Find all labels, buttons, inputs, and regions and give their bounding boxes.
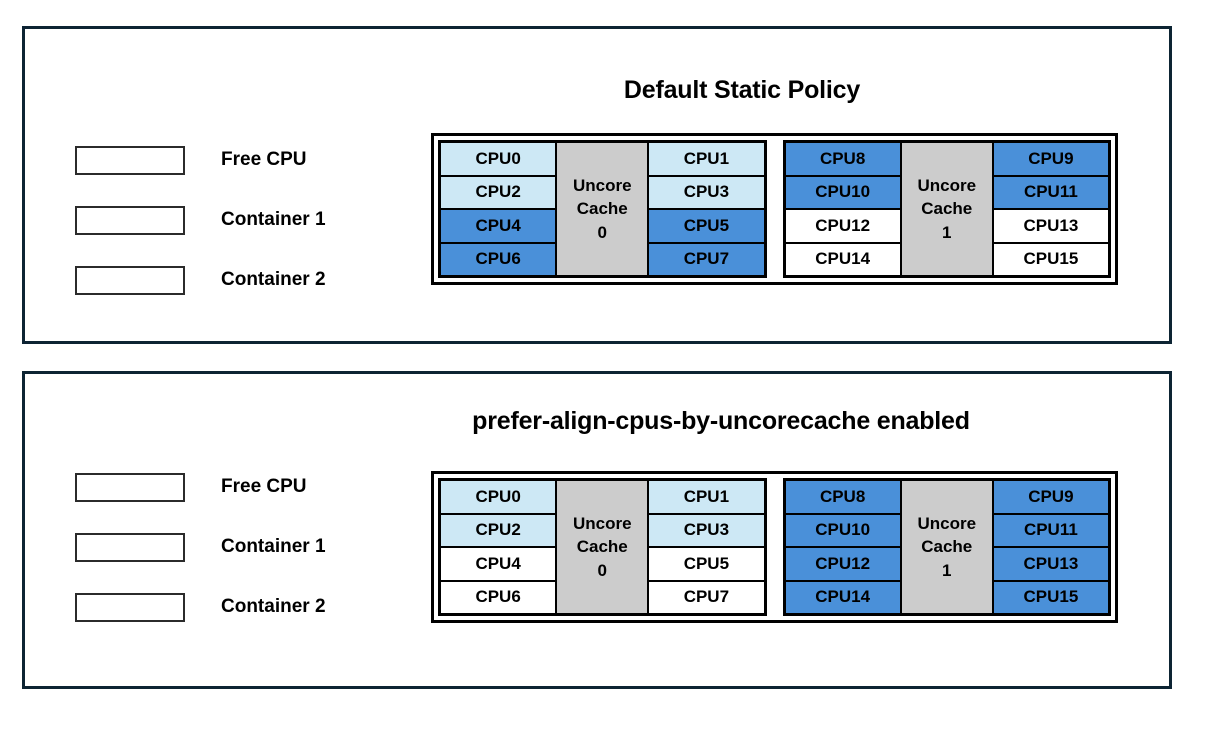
cpu-cell: CPU14 xyxy=(784,580,901,614)
cpu-cell: CPU8 xyxy=(784,142,901,176)
cpu-cell: CPU5 xyxy=(648,547,765,581)
uncore-cache-block: Uncore Cache 1 xyxy=(900,480,993,614)
legend-label-free-cpu: Free CPU xyxy=(221,476,307,497)
legend-swatch-container-2 xyxy=(75,592,185,622)
uncore-cache-label-line2: Cache xyxy=(921,199,973,219)
legend-swatch-container-1 xyxy=(75,532,185,562)
uncore-cache-label-index: 0 xyxy=(597,222,607,242)
panel-title: Default Static Policy xyxy=(623,76,861,104)
cpu-column-right: CPU9 CPU11 CPU13 CPU15 xyxy=(992,480,1109,614)
socket-uncore-cache-0: CPU0 CPU2 CPU4 CPU6 Uncore Cache 0 CPU1 … xyxy=(438,140,767,278)
cpu-cell: CPU0 xyxy=(440,142,557,176)
cpu-cell: CPU12 xyxy=(784,547,901,581)
cpu-column-left: CPU8 CPU10 CPU12 CPU14 xyxy=(784,142,901,276)
cpu-cell: CPU8 xyxy=(784,480,901,514)
cpu-cell: CPU5 xyxy=(648,209,765,243)
cpu-cell: CPU11 xyxy=(992,513,1109,547)
cpu-cell: CPU13 xyxy=(992,547,1109,581)
cpu-cell: CPU6 xyxy=(440,580,557,614)
uncore-cache-label-index: 1 xyxy=(942,222,952,242)
cpu-cell: CPU12 xyxy=(784,209,901,243)
legend-label-container-1: Container 1 xyxy=(221,209,326,230)
legend-swatch-container-2 xyxy=(75,265,185,295)
cpu-column-right: CPU9 CPU11 CPU13 CPU15 xyxy=(992,142,1109,276)
socket-uncore-cache-1: CPU8 CPU10 CPU12 CPU14 Uncore Cache 1 CP… xyxy=(782,478,1111,616)
uncore-cache-label-line1: Uncore xyxy=(572,513,632,533)
cpu-cell: CPU3 xyxy=(648,175,765,209)
cpu-topology-diagram: CPU0 CPU2 CPU4 CPU6 Uncore Cache 0 CPU1 … xyxy=(431,133,1118,285)
panel-default-static-policy: Default Static Policy Free CPU Container… xyxy=(22,26,1172,344)
cpu-cell: CPU7 xyxy=(648,242,765,276)
cpu-cell: CPU9 xyxy=(992,480,1109,514)
uncore-cache-label-line2: Cache xyxy=(576,537,628,557)
uncore-cache-label-index: 0 xyxy=(597,560,607,580)
uncore-cache-label-line2: Cache xyxy=(576,199,628,219)
legend-swatch-container-1 xyxy=(75,205,185,235)
legend-label-container-2: Container 2 xyxy=(221,269,326,290)
uncore-cache-label-line1: Uncore xyxy=(917,513,977,533)
legend-item-free-cpu: Free CPU xyxy=(75,130,326,190)
cpu-cell: CPU2 xyxy=(440,175,557,209)
legend-item-free-cpu: Free CPU xyxy=(75,457,326,517)
cpu-cell: CPU7 xyxy=(648,580,765,614)
legend: Free CPU Container 1 Container 2 xyxy=(75,457,326,637)
socket-divider xyxy=(767,140,783,278)
cpu-cell: CPU15 xyxy=(992,580,1109,614)
legend-swatch-free-cpu xyxy=(75,472,185,502)
panel-title: prefer-align-cpus-by-uncorecache enabled xyxy=(472,407,970,435)
legend-label-container-2: Container 2 xyxy=(221,596,326,617)
uncore-cache-label-line2: Cache xyxy=(921,537,973,557)
cpu-column-left: CPU8 CPU10 CPU12 CPU14 xyxy=(784,480,901,614)
cpu-column-right: CPU1 CPU3 CPU5 CPU7 xyxy=(648,480,765,614)
legend-item-container-2: Container 2 xyxy=(75,250,326,310)
cpu-cell: CPU11 xyxy=(992,175,1109,209)
cpu-cell: CPU4 xyxy=(440,209,557,243)
legend-item-container-2: Container 2 xyxy=(75,577,326,637)
legend-item-container-1: Container 1 xyxy=(75,190,326,250)
cpu-column-left: CPU0 CPU2 CPU4 CPU6 xyxy=(440,142,557,276)
cpu-cell: CPU9 xyxy=(992,142,1109,176)
uncore-cache-label-line1: Uncore xyxy=(917,175,977,195)
cpu-cell: CPU1 xyxy=(648,142,765,176)
uncore-cache-block: Uncore Cache 1 xyxy=(900,142,993,276)
cpu-cell: CPU2 xyxy=(440,513,557,547)
uncore-cache-label-index: 1 xyxy=(942,560,952,580)
cpu-cell: CPU0 xyxy=(440,480,557,514)
cpu-column-right: CPU1 CPU3 CPU5 CPU7 xyxy=(648,142,765,276)
cpu-cell: CPU10 xyxy=(784,513,901,547)
legend-swatch-free-cpu xyxy=(75,145,185,175)
cpu-topology-diagram: CPU0 CPU2 CPU4 CPU6 Uncore Cache 0 CPU1 … xyxy=(431,471,1118,623)
cpu-cell: CPU14 xyxy=(784,242,901,276)
legend: Free CPU Container 1 Container 2 xyxy=(75,130,326,310)
uncore-cache-label-line1: Uncore xyxy=(572,175,632,195)
cpu-cell: CPU13 xyxy=(992,209,1109,243)
legend-item-container-1: Container 1 xyxy=(75,517,326,577)
cpu-cell: CPU4 xyxy=(440,547,557,581)
socket-divider xyxy=(767,478,783,616)
cpu-cell: CPU3 xyxy=(648,513,765,547)
cpu-column-left: CPU0 CPU2 CPU4 CPU6 xyxy=(440,480,557,614)
legend-label-free-cpu: Free CPU xyxy=(221,149,307,170)
cpu-cell: CPU10 xyxy=(784,175,901,209)
cpu-cell: CPU1 xyxy=(648,480,765,514)
panel-prefer-align-cpus-by-uncorecache: prefer-align-cpus-by-uncorecache enabled… xyxy=(22,371,1172,689)
legend-label-container-1: Container 1 xyxy=(221,536,326,557)
cpu-cell: CPU15 xyxy=(992,242,1109,276)
uncore-cache-block: Uncore Cache 0 xyxy=(556,480,649,614)
uncore-cache-block: Uncore Cache 0 xyxy=(556,142,649,276)
socket-uncore-cache-0: CPU0 CPU2 CPU4 CPU6 Uncore Cache 0 CPU1 … xyxy=(438,478,767,616)
cpu-cell: CPU6 xyxy=(440,242,557,276)
socket-uncore-cache-1: CPU8 CPU10 CPU12 CPU14 Uncore Cache 1 CP… xyxy=(782,140,1111,278)
